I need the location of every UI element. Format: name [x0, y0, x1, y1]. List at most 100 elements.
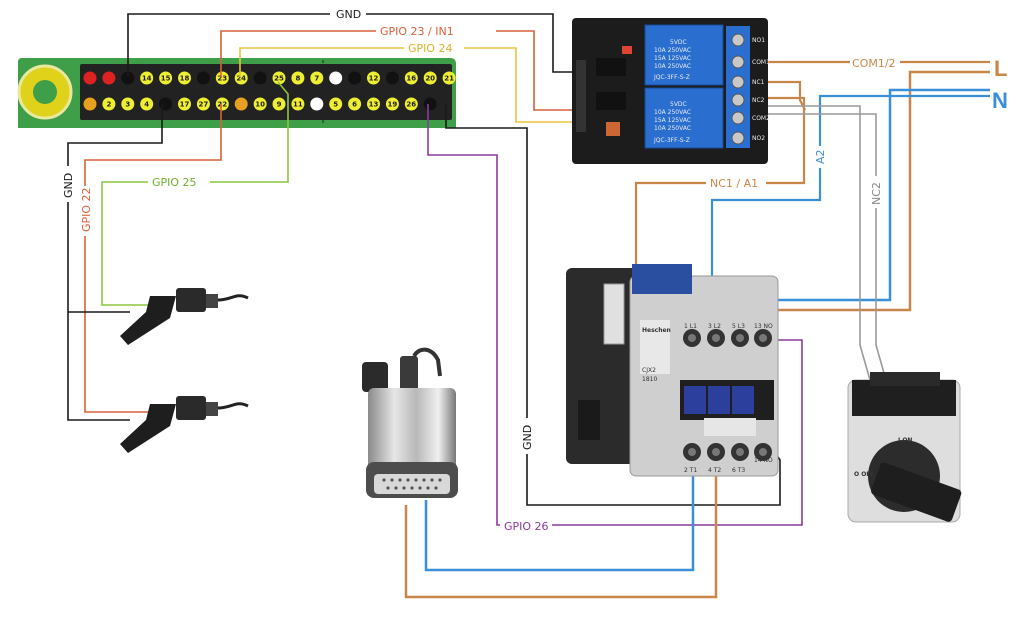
- relay-1-spec-4: 10A 250VAC: [654, 63, 691, 70]
- contactor-code: 1810: [642, 376, 657, 383]
- contactor-terminal-14no: 14 NO: [754, 457, 773, 464]
- contactor-coil-label: [632, 264, 692, 294]
- wire-live-com2: [762, 80, 806, 111]
- gpio-pin: [178, 71, 191, 85]
- gpio-pin-label: 13: [369, 101, 379, 109]
- gpio-pin: [140, 97, 154, 111]
- gpio-pin: [102, 71, 116, 85]
- relay-terminals: [726, 26, 750, 148]
- gpio-pin: [367, 71, 380, 85]
- gpio-pin: [291, 71, 305, 85]
- gpio-pin-label: 16: [406, 75, 416, 83]
- rotary-switch: I ON O OFF: [847, 372, 962, 523]
- led-icon: [606, 122, 620, 136]
- gpio-pin-label: 11: [293, 101, 303, 109]
- gpio-pin-label: 12: [369, 75, 379, 83]
- gpio-pin-label: 15: [161, 75, 171, 83]
- relay-2-model: JQC-3FF-S-Z: [653, 137, 690, 144]
- gpio-pin: [196, 71, 210, 85]
- gpio-pin: [234, 71, 248, 85]
- relay-terminal-no1: NO1: [752, 37, 765, 44]
- gpio-pin: [196, 97, 210, 111]
- gpio-pin: [102, 97, 116, 111]
- contactor: Heschen CJX2 1810 1 L1 3 L2 5 L3 13 NO 2…: [566, 264, 779, 477]
- gpio-pin: [385, 71, 399, 85]
- gpio-pin: [272, 97, 286, 111]
- contactor-terminal-t2: 4 T2: [708, 467, 721, 474]
- gpio-pin-label: 6: [352, 101, 357, 109]
- label-a2: A2: [814, 149, 827, 164]
- gpio-pin: [253, 97, 267, 111]
- gpio-pin-label: 26: [406, 101, 416, 109]
- gpio-pin: [234, 97, 248, 111]
- relay-1-spec-1: 5VDC: [670, 39, 687, 46]
- label-com12: COM1/2: [852, 57, 896, 70]
- gpio-pin: [215, 97, 229, 111]
- gpio-pin-label: 4: [144, 101, 149, 109]
- wire-gpio26: [427, 104, 803, 526]
- wire-pump-live: [404, 470, 718, 599]
- relay-module: 5VDC 10A 250VAC 15A 125VAC 10A 250VAC JQ…: [572, 18, 770, 164]
- gpio-pin: [348, 97, 362, 111]
- switch-off-label: O OFF: [854, 471, 875, 478]
- gpio-pin: [423, 71, 437, 85]
- label-nc1-a1: NC1 / A1: [710, 177, 758, 190]
- label-gpio24: GPIO 24: [408, 42, 453, 55]
- gpio-pin-label: 20: [425, 75, 435, 83]
- gpio-pin-label: 21: [444, 75, 454, 83]
- gpio-pin: [215, 71, 229, 85]
- relay-1: [644, 24, 724, 86]
- optocoupler: [596, 58, 626, 76]
- gpio-pin: [121, 97, 135, 111]
- gpio-pin: [404, 71, 418, 85]
- contactor-brand: Heschen: [642, 327, 671, 334]
- gpio-pin-label: 27: [199, 101, 209, 109]
- label-gnd-top: GND: [336, 8, 361, 21]
- wire-gnd-bottom: [445, 104, 781, 506]
- relay-1-spec-2: 10A 250VAC: [654, 47, 691, 54]
- wire-gpio24: [239, 47, 578, 123]
- float-switch-bottom: [120, 396, 249, 453]
- gpio-pin: [442, 71, 456, 85]
- gpio-pin: [121, 71, 135, 85]
- gpio-pin-label: 14: [142, 75, 152, 83]
- gpio-header: [80, 64, 452, 120]
- wire-pump-neutral: [424, 470, 695, 572]
- gpio-pin-label: 18: [180, 75, 190, 83]
- gpio-pin: [367, 97, 380, 111]
- optocoupler: [596, 92, 626, 110]
- gpio-pin: [140, 71, 154, 85]
- contactor-top-terminals: [683, 329, 772, 347]
- wire-gnd-top: [127, 13, 578, 77]
- gpio-pin: [83, 97, 97, 111]
- gpio-pin: [329, 97, 343, 111]
- relay-terminal-com1: COM1: [752, 59, 770, 66]
- relay-input-pins: [576, 60, 586, 132]
- relay-2-spec-1: 5VDC: [670, 101, 687, 108]
- gpio-pin: [272, 71, 286, 85]
- gpio-pin: [159, 71, 173, 85]
- gpio-pin-label: 19: [388, 101, 398, 109]
- label-gpio23-in1: GPIO 23 / IN1: [380, 25, 454, 38]
- submersible-pump: [362, 347, 458, 498]
- gpio-pin-label: 9: [277, 101, 282, 109]
- gpio-pin-label: 8: [295, 75, 300, 83]
- relay-terminal-nc2: NC2: [752, 97, 765, 104]
- gpio-pin-label: 17: [180, 101, 190, 109]
- relay-2: [644, 87, 724, 149]
- gpio-pin: [423, 97, 437, 111]
- relay-terminal-nc1: NC1: [752, 79, 765, 86]
- contactor-terminal-t3: 6 T3: [732, 467, 745, 474]
- label-gnd-bottom: GND: [521, 425, 534, 450]
- gpio-pin: [310, 71, 324, 85]
- label-gnd-left: GND: [62, 173, 75, 198]
- contactor-terminal-l3: 5 L3: [732, 323, 745, 330]
- wire-gnd-left: [67, 104, 163, 421]
- gpio-pin-label: 2: [106, 101, 111, 109]
- gpio-pin: [253, 71, 267, 85]
- relay-terminal-no2: NO2: [752, 135, 765, 142]
- relay-terminal-com2: COM2: [752, 115, 770, 122]
- gpio-pin-label: 10: [255, 101, 265, 109]
